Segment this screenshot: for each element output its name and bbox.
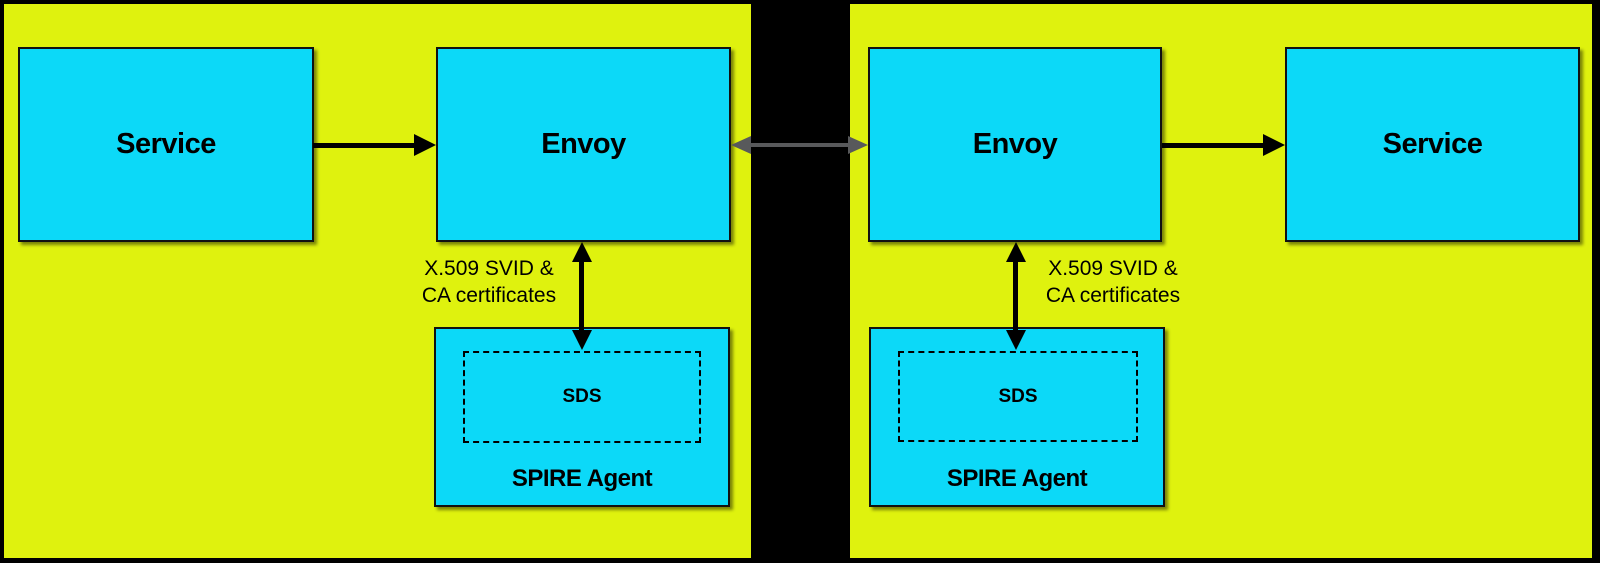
cert-annotation-line2: CA certificates <box>421 284 557 307</box>
sds-label-left: SDS <box>562 386 602 407</box>
sds-label-right: SDS <box>998 385 1038 407</box>
arrowhead-right <box>848 136 868 154</box>
envoy-label-right: Envoy <box>972 128 1058 160</box>
service-label-right: Service <box>1382 128 1483 160</box>
arrowhead-up <box>572 242 592 262</box>
arrow-shaft <box>579 260 584 332</box>
arrowhead-up <box>1006 242 1026 262</box>
sds-dashed-box-right: SDS <box>898 351 1138 442</box>
spire-agent-box-right: SDS SPIRE Agent <box>869 327 1165 507</box>
arrowhead-right <box>414 134 436 156</box>
cert-annotation-left: X.509 SVID & CA certificates <box>369 255 609 309</box>
cert-annotation-line1: X.509 SVID & <box>1048 257 1178 280</box>
arrowhead-right <box>1263 134 1285 156</box>
arrowhead-down <box>1006 330 1026 350</box>
sds-dashed-box-left: SDS <box>463 351 701 443</box>
envoy-box-right: Envoy <box>868 47 1162 242</box>
arrow-shaft <box>313 143 416 148</box>
arrow-shaft <box>748 143 851 147</box>
envoy-box-left: Envoy <box>436 47 731 242</box>
arrowhead-left <box>731 136 751 154</box>
envoy-label-left: Envoy <box>541 128 626 160</box>
service-label-left: Service <box>116 128 216 160</box>
service-box-right: Service <box>1285 47 1580 242</box>
arrowhead-down <box>572 330 592 350</box>
spire-agent-box-left: SDS SPIRE Agent <box>434 327 730 507</box>
arrow-shaft <box>1013 260 1018 332</box>
cert-annotation-line1: X.509 SVID & <box>424 257 554 280</box>
cert-annotation-line2: CA certificates <box>1045 284 1181 307</box>
spire-agent-label-right: SPIRE Agent <box>946 465 1088 492</box>
arrow-shaft <box>1162 143 1264 148</box>
cert-annotation-right: X.509 SVID & CA certificates <box>993 255 1233 309</box>
spire-agent-label-left: SPIRE Agent <box>511 465 653 492</box>
service-box-left: Service <box>18 47 314 242</box>
